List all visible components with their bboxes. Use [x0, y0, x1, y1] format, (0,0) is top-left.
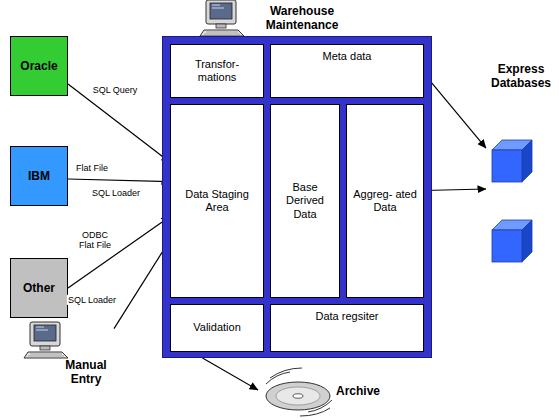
archive: Archive — [258, 364, 388, 416]
node-label: IBM — [28, 169, 50, 183]
node-label: Other — [23, 281, 55, 295]
process-box: Base Derived Data — [270, 104, 340, 298]
computer-icon — [24, 322, 68, 358]
node-label: Data regsiter — [316, 310, 379, 323]
manual-entry: Manual Entry — [22, 322, 114, 388]
node-label: Manual Entry — [58, 358, 114, 387]
edge-label: ODBC Flat File — [74, 230, 116, 251]
process-box: Meta data — [270, 44, 424, 98]
disc-icon — [266, 368, 332, 416]
flow-arrow — [68, 84, 170, 162]
node-label: Meta data — [323, 50, 372, 63]
edge-label: SQL Loader — [91, 188, 141, 198]
source-box: Other — [10, 258, 68, 318]
flow-arrow — [424, 74, 486, 148]
process-box: Data regsiter — [270, 304, 424, 352]
node-label: Validation — [193, 321, 241, 334]
computer-icon — [200, 0, 244, 36]
node-label: Base Derived Data — [275, 181, 335, 221]
cube-icon — [492, 220, 532, 262]
node-label: Transfor- mations — [175, 58, 259, 84]
node-label: Warehouse Maintenance — [256, 4, 348, 33]
process-box: Aggreg- ated Data — [346, 104, 424, 298]
node-label: Aggreg- ated Data — [351, 188, 419, 214]
flow-arrow — [203, 358, 259, 390]
edge-label: SQL Query — [92, 85, 139, 95]
node-label: Data Staging Area — [175, 188, 259, 214]
flow-arrow — [424, 189, 486, 191]
source-box: Oracle — [10, 36, 68, 96]
edge-label: Flat File — [75, 163, 109, 173]
node-label: Oracle — [20, 59, 57, 73]
process-box: Validation — [170, 304, 264, 352]
process-box: Transfor- mations — [170, 44, 264, 98]
node-label: Archive — [336, 384, 386, 398]
source-box: IBM — [10, 146, 68, 206]
warehouse: Warehouse MaintenanceTransfor- mations Me… — [162, 0, 434, 360]
node-label: Express Databases — [486, 62, 556, 91]
flow-arrow — [68, 217, 170, 288]
edge-label: SQL Loader — [67, 295, 117, 305]
database-group: Express Databases — [486, 60, 556, 275]
cube-icon — [492, 140, 532, 182]
flow-arrow — [68, 179, 170, 182]
process-box: Data Staging Area — [170, 104, 264, 298]
